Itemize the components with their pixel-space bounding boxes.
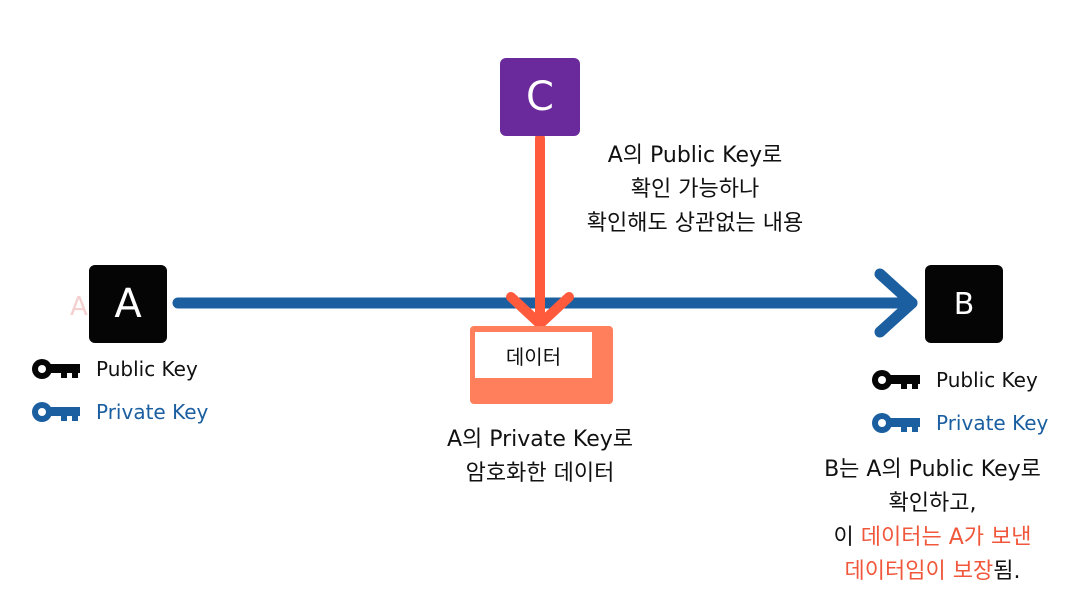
legend-public-key-b: Public Key [870,368,1038,392]
b-note-highlight: 데이터는 A가 보낸 [860,525,1032,550]
key-icon-blue [872,413,920,433]
node-b: B [925,265,1003,343]
flow-arrowhead-b [874,268,918,338]
c-note-line: A의 Public Key로 [607,143,783,168]
legend-private-key-a: Private Key [30,400,208,424]
legend-private-key-label: Private Key [96,400,209,424]
node-b-label: B [953,286,975,322]
key-icon-black [872,370,920,390]
b-note-text: 이 [833,525,861,550]
legend-private-key-b: Private Key [870,411,1048,435]
b-note: B는 A의 Public Key로 확인하고, 이 데이터는 A가 보낸 데이터… [790,453,1075,589]
node-a: A [89,265,167,343]
node-a-label: A [114,281,142,327]
data-box-label: 데이터 [475,332,592,378]
node-c-label: C [526,74,554,120]
data-box: 데이터 [470,326,613,404]
c-note-line: 확인 가능하나 [630,177,760,202]
key-icon-blue [32,402,80,422]
b-note-highlight: 데이터임이 보장 [844,559,994,584]
data-note-line: 암호화한 데이터 [465,461,615,486]
key-icon-black [32,359,80,379]
b-note-line: 데이터임이 보장됨. [790,555,1075,589]
legend-private-key-label: Private Key [936,411,1049,435]
legend-public-key-label: Public Key [936,368,1038,392]
c-note-line: 확인해도 상관없는 내용 [586,211,804,236]
legend-public-key-label: Public Key [96,357,198,381]
b-note-line: 확인하고, [888,491,977,516]
b-note-line: B는 A의 Public Key로 [824,457,1041,482]
legend-public-key-a: Public Key [30,357,198,381]
node-c: C [500,58,580,136]
arrow-head-data [506,292,574,329]
b-note-line: 이 데이터는 A가 보낸 [790,521,1075,555]
data-note-line: A의 Private Key로 [446,427,634,452]
ghost-label: A [70,292,88,322]
b-note-text: 됨. [993,559,1021,584]
data-note: A의 Private Key로 암호화한 데이터 [400,423,680,491]
c-note: A의 Public Key로 확인 가능하나 확인해도 상관없는 내용 [540,139,850,241]
